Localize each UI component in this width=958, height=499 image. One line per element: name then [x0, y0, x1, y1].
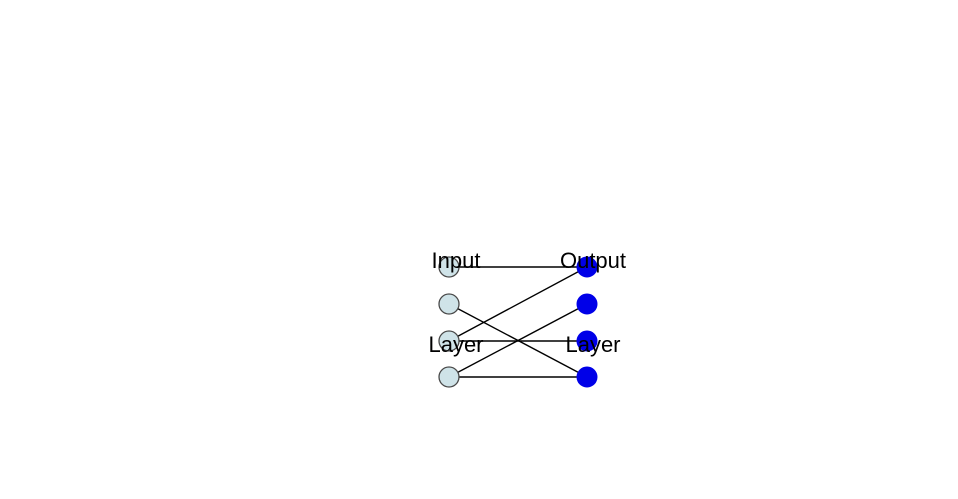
- input-node-2[interactable]: [438, 293, 460, 315]
- input-node-3[interactable]: [438, 330, 460, 352]
- output-layer-label: Output Layer: [493, 191, 693, 415]
- input-layer-label-line2: Layer: [428, 332, 484, 357]
- output-layer-label-line1: Output: [559, 248, 627, 273]
- edges-group: [448, 266, 588, 378]
- input-layer-label: Input Layer: [356, 191, 556, 415]
- input-layer-label-line1: Input: [431, 248, 481, 273]
- output-layer-label-line2: Layer: [565, 332, 621, 357]
- output-node-1[interactable]: [576, 256, 598, 278]
- nodes-group: [438, 256, 598, 388]
- edge-i3-o1: [448, 266, 588, 342]
- output-node-2[interactable]: [576, 293, 598, 315]
- edge-i4-o2: [448, 303, 588, 378]
- output-node-4[interactable]: [576, 366, 598, 388]
- input-node-1[interactable]: [438, 256, 460, 278]
- input-node-4[interactable]: [438, 366, 460, 388]
- output-node-3[interactable]: [576, 330, 598, 352]
